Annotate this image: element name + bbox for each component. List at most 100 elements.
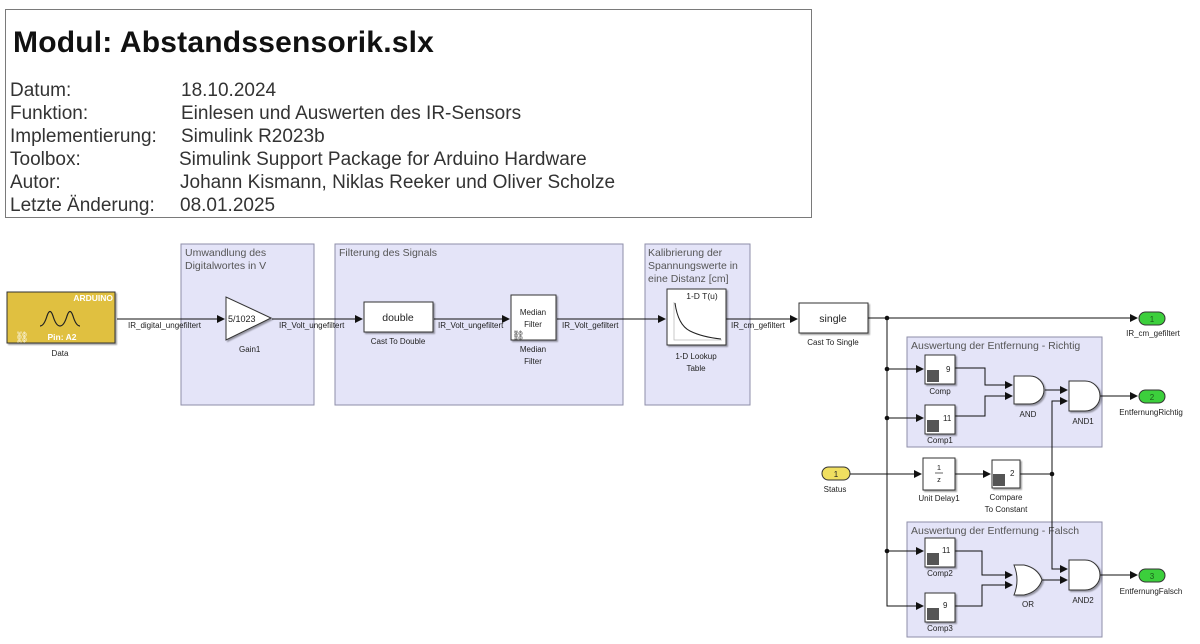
library-link-icon: [927, 420, 939, 432]
area-label: Filterung des Signals: [339, 247, 437, 259]
block-name: Comp1: [927, 436, 953, 445]
block-value: double: [382, 312, 414, 324]
and2-gate[interactable]: AND2: [1068, 559, 1101, 605]
library-link-icon: ⛓: [512, 330, 525, 342]
info-row-autor: Autor: Johann Kismann, Niklas Reeker und …: [10, 172, 615, 194]
arduino-analog-input-block[interactable]: ARDUINO Pin: A2 ⛓ Data: [6, 291, 116, 358]
cast-to-single-block[interactable]: single Cast To Single: [798, 302, 869, 347]
and-gate[interactable]: AND: [1013, 375, 1045, 419]
info-value: Simulink Support Package for Arduino Har…: [179, 149, 587, 170]
info-row-implementierung: Implementierung:Simulink R2023b: [10, 126, 325, 148]
signal-line[interactable]: [1051, 397, 1068, 474]
port-number: 2: [1150, 393, 1155, 402]
port-number: 3: [1150, 572, 1155, 581]
block-name: Comp2: [927, 569, 953, 578]
block-name: Median: [520, 345, 546, 354]
and1-gate[interactable]: AND1: [1068, 380, 1101, 426]
block-name: AND1: [1072, 417, 1094, 426]
info-value: Johann Kismann, Niklas Reeker und Oliver…: [180, 172, 616, 193]
inport-status[interactable]: 1 Status: [821, 466, 851, 494]
branch-point: [884, 415, 890, 421]
branch-point: [1049, 471, 1055, 477]
cast-to-double-block[interactable]: double Cast To Double: [363, 301, 434, 346]
signal-lines: [117, 314, 1138, 610]
block-name: To Constant: [985, 505, 1028, 514]
port-name: EntfernungRichtig: [1119, 408, 1183, 417]
info-value: 08.01.2025: [180, 195, 276, 216]
info-key: Toolbox:: [10, 149, 81, 170]
comp1-block[interactable]: 11 Comp1: [924, 404, 956, 445]
comp-block[interactable]: 9 Comp: [924, 354, 956, 396]
outport-entfernung-richtig[interactable]: 2 EntfernungRichtig: [1119, 389, 1183, 417]
library-link-icon: [927, 370, 939, 382]
median-filter-block[interactable]: Median Filter ⛓ Median Filter: [510, 294, 557, 366]
port-name: IR_cm_gefiltert: [1126, 329, 1181, 338]
block-name: AND2: [1072, 596, 1094, 605]
block-name: Cast To Single: [807, 338, 859, 347]
model-title: Modul: Abstandssensorik.slx: [13, 26, 435, 59]
curve-icon: [674, 302, 722, 340]
area-label: Digitalwortes in V: [185, 260, 266, 272]
block-value: 9: [946, 365, 951, 374]
area-label: Auswertung der Entfernung - Richtig: [911, 340, 1080, 352]
block-value: 11: [943, 414, 952, 423]
info-key: Funktion:: [10, 103, 89, 124]
info-key: Autor:: [10, 172, 61, 193]
info-value: Einlesen und Auswerten des IR-Sensors: [181, 103, 522, 124]
model-info-box: Modul: Abstandssensorik.slx Datum:18.10.…: [5, 9, 812, 218]
block-value: 9: [943, 601, 948, 610]
block-name: Comp3: [927, 624, 953, 633]
block-value: 2: [1010, 469, 1015, 478]
gain-block[interactable]: 5/1023 Gain1: [225, 296, 273, 354]
outport-ir-cm-gefiltert[interactable]: 1 IR_cm_gefiltert: [1126, 311, 1181, 338]
port-name: Status: [824, 485, 847, 494]
block-name: OR: [1022, 600, 1034, 609]
signal-label: IR_Volt_ungefiltert: [438, 321, 504, 330]
delay-denominator: z: [937, 475, 941, 484]
block-name: Data: [52, 349, 69, 358]
compare-to-constant-block[interactable]: 2 Compare To Constant: [985, 459, 1028, 514]
sine-wave-icon: [39, 310, 81, 327]
block-name: Filter: [524, 357, 542, 366]
info-key: Letzte Änderung:: [10, 195, 155, 216]
signal-line[interactable]: [955, 550, 1013, 579]
signal-line[interactable]: [955, 392, 1013, 417]
signal-line[interactable]: [1051, 474, 1068, 573]
outport-entfernung-falsch[interactable]: 3 EntfernungFalsch: [1120, 568, 1183, 596]
block-name: Cast To Double: [371, 337, 426, 346]
lookup-table-block[interactable]: 1-D T(u) 1-D Lookup Table: [666, 288, 727, 373]
block-name: Compare: [990, 493, 1023, 502]
comp3-block[interactable]: 9 Comp3: [924, 592, 956, 633]
delay-numerator: 1: [937, 463, 941, 472]
block-name: Comp: [929, 387, 951, 396]
library-link-icon: [993, 474, 1005, 486]
gain-value: 5/1023: [228, 314, 256, 324]
area-label: Spannungswerte in: [648, 260, 738, 272]
signal-label: IR_digital_ungefiltert: [128, 321, 202, 330]
or-gate[interactable]: OR: [1013, 564, 1043, 609]
block-value: Median: [520, 308, 546, 317]
info-row-letzte-aenderung: Letzte Änderung: 08.01.2025: [10, 195, 275, 217]
info-key: Implementierung:: [10, 126, 157, 147]
axis-icon: [673, 302, 722, 341]
library-link-icon: [927, 553, 939, 565]
branch-point: [884, 548, 890, 554]
block-name: Gain1: [239, 345, 261, 354]
comp2-block[interactable]: 11 Comp2: [924, 537, 956, 578]
branch-point: [884, 315, 890, 321]
signal-line[interactable]: [955, 581, 1013, 607]
info-row-funktion: Funktion: Einlesen und Auswerten des IR-S…: [10, 103, 521, 125]
block-name: 1-D Lookup: [675, 352, 717, 361]
port-number: 1: [834, 470, 839, 479]
signal-line[interactable]: [886, 318, 924, 610]
info-row-toolbox: Toolbox: Simulink Support Package for Ard…: [10, 149, 587, 171]
port-number: 1: [1150, 315, 1155, 324]
area-kalibrierung[interactable]: Kalibrierung der Spannungswerte in eine …: [644, 243, 751, 406]
unit-delay-block[interactable]: 1 z Unit Delay1: [918, 457, 960, 503]
info-row-datum: Datum:18.10.2024: [10, 80, 276, 102]
signal-line[interactable]: [955, 367, 1013, 389]
arduino-header: ARDUINO: [73, 293, 113, 303]
signal-label: IR_Volt_gefiltert: [562, 321, 619, 330]
block-name: Table: [686, 364, 706, 373]
